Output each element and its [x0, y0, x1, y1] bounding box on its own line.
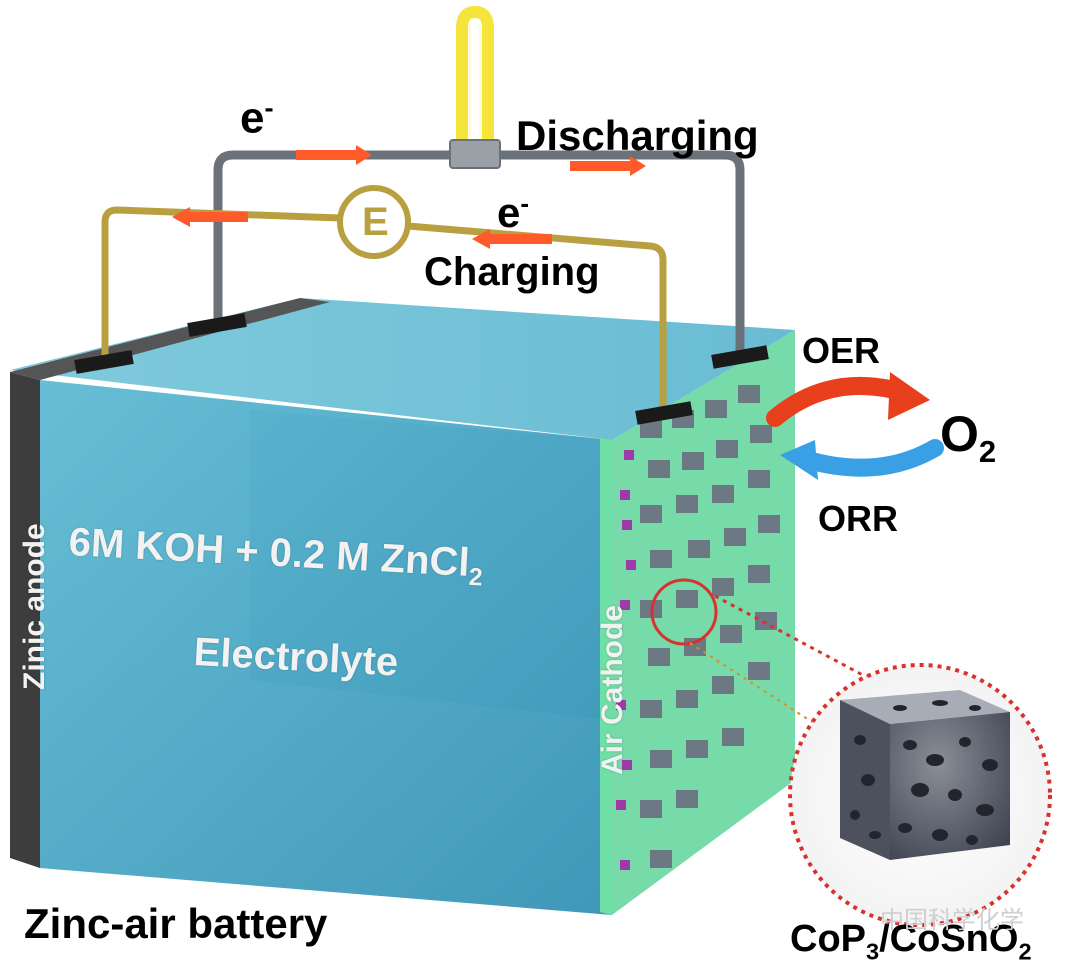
- charging-label: Charging: [424, 250, 600, 295]
- electron-label-top: e-: [240, 92, 274, 144]
- watermark-text: 中国科学化学: [880, 900, 1024, 935]
- o2-label: O2: [940, 405, 996, 470]
- zinc-anode-label: Zinic anode: [18, 523, 52, 690]
- light-bulb-icon: [450, 12, 500, 168]
- oer-label: OER: [802, 330, 880, 372]
- electron-label-mid: e-: [497, 188, 529, 237]
- battery-caption: Zinc-air battery: [24, 900, 327, 948]
- air-cathode-label: Air Cathode: [596, 605, 630, 775]
- orr-arrow-icon: [808, 448, 935, 468]
- power-source-label: E: [362, 200, 389, 245]
- porous-cube-image: [840, 690, 1010, 860]
- discharging-label: Discharging: [516, 112, 759, 160]
- orr-label: ORR: [818, 498, 898, 540]
